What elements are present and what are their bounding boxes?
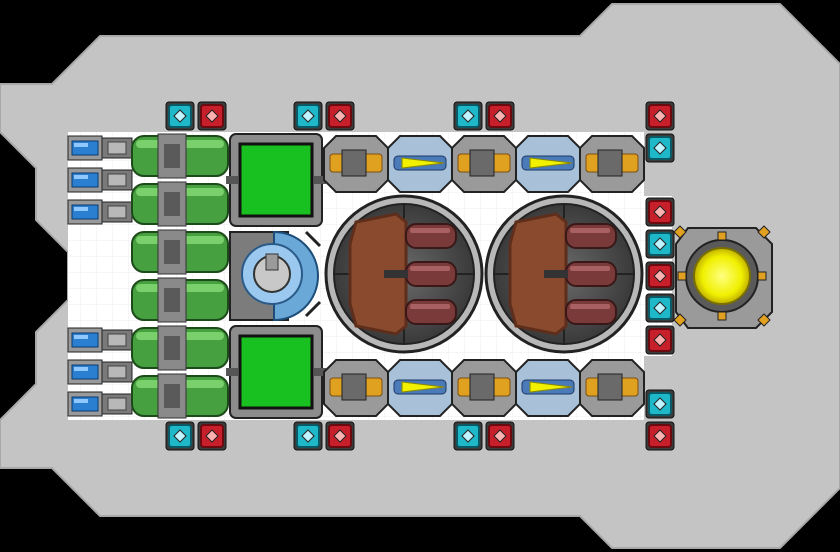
red-connector-icon[interactable] xyxy=(645,101,675,131)
red-connector-icon[interactable] xyxy=(197,101,227,131)
fuel-tank-icon[interactable] xyxy=(131,133,229,179)
thruster-icon[interactable] xyxy=(67,327,133,353)
turbine-icon[interactable] xyxy=(484,194,644,354)
gun-rail-icon[interactable] xyxy=(579,359,645,417)
red-connector-icon[interactable] xyxy=(197,421,227,451)
weapon-rail-group xyxy=(323,135,645,417)
monitor-screen-icon[interactable] xyxy=(226,133,326,227)
connector-group xyxy=(165,101,675,451)
turbine-group xyxy=(324,194,644,354)
red-connector-icon[interactable] xyxy=(485,101,515,131)
gun-rail-icon[interactable] xyxy=(387,135,453,193)
fuel-tank-icon[interactable] xyxy=(131,373,229,419)
gun-rail-icon[interactable] xyxy=(323,359,389,417)
thruster-icon[interactable] xyxy=(67,359,133,385)
gun-rail-icon[interactable] xyxy=(515,135,581,193)
reactor-core[interactable] xyxy=(673,225,773,329)
screen-group xyxy=(226,133,326,419)
cyan-connector-icon[interactable] xyxy=(165,101,195,131)
cyan-connector-icon[interactable] xyxy=(645,133,675,163)
cyan-connector-icon[interactable] xyxy=(645,389,675,419)
red-connector-icon[interactable] xyxy=(645,261,675,291)
fuel-tank-icon[interactable] xyxy=(131,277,229,323)
cyan-connector-icon[interactable] xyxy=(453,421,483,451)
thruster-bank xyxy=(67,135,133,417)
thruster-icon[interactable] xyxy=(67,199,133,225)
cyan-connector-icon[interactable] xyxy=(293,101,323,131)
fuel-tank-icon[interactable] xyxy=(131,229,229,275)
fuel-tank-icon[interactable] xyxy=(131,181,229,227)
thruster-icon[interactable] xyxy=(67,391,133,417)
monitor-screen-icon[interactable] xyxy=(226,325,326,419)
cyan-connector-icon[interactable] xyxy=(165,421,195,451)
red-connector-icon[interactable] xyxy=(645,197,675,227)
cyan-connector-icon[interactable] xyxy=(645,293,675,323)
gun-rail-icon[interactable] xyxy=(579,135,645,193)
turbine-icon[interactable] xyxy=(324,194,484,354)
cyan-connector-icon[interactable] xyxy=(293,421,323,451)
gun-rail-icon[interactable] xyxy=(451,135,517,193)
red-connector-icon[interactable] xyxy=(485,421,515,451)
gun-rail-icon[interactable] xyxy=(451,359,517,417)
red-connector-icon[interactable] xyxy=(325,101,355,131)
thruster-icon[interactable] xyxy=(67,167,133,193)
fuel-tank-icon[interactable] xyxy=(131,325,229,371)
cyan-connector-icon[interactable] xyxy=(645,229,675,259)
red-connector-icon[interactable] xyxy=(645,421,675,451)
red-connector-icon[interactable] xyxy=(325,421,355,451)
thruster-icon[interactable] xyxy=(67,135,133,161)
gun-rail-icon[interactable] xyxy=(515,359,581,417)
cyan-connector-icon[interactable] xyxy=(453,101,483,131)
shield-generator[interactable] xyxy=(229,230,322,322)
gun-rail-icon[interactable] xyxy=(323,135,389,193)
fuel-tank-bank xyxy=(131,133,229,419)
red-connector-icon[interactable] xyxy=(645,325,675,355)
gun-rail-icon[interactable] xyxy=(387,359,453,417)
